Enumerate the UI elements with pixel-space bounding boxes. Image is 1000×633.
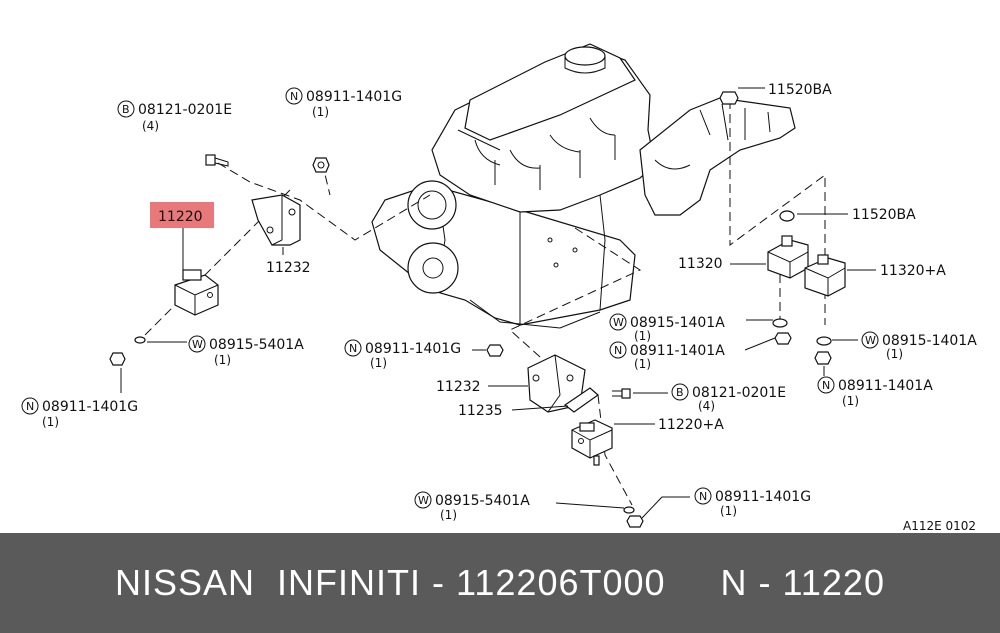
- rear-mount-group: [719, 91, 846, 365]
- qty-nut-top: (1): [312, 105, 329, 119]
- label-11220[interactable]: 11220: [158, 209, 203, 225]
- part-number-caption: NISSAN INFINITI - 112206T000 N - 11220: [115, 562, 885, 603]
- washer-icon[interactable]: [816, 336, 832, 346]
- washer-icon[interactable]: [134, 336, 146, 344]
- qty-bolt-right: (4): [698, 399, 715, 413]
- prefix-b: B: [676, 386, 684, 399]
- washer-icon[interactable]: [772, 318, 788, 328]
- label-11235[interactable]: 11235: [458, 403, 503, 419]
- label-11520ba-mid[interactable]: 11520BA: [852, 207, 916, 223]
- nut-icon[interactable]: [109, 352, 126, 366]
- label-nut-08911-1401g-center[interactable]: 08911-1401G: [365, 341, 461, 357]
- figure-code: A112E 0102: [903, 519, 976, 533]
- engine-mount-diagram: 11220 B 08121-0201E (4) N 08911-1401G (1…: [21, 43, 977, 533]
- nut-icon[interactable]: [486, 344, 504, 357]
- qty-washer-bottom: (1): [440, 508, 457, 522]
- nut-symbol-n: [21, 397, 39, 415]
- prefix-n: N: [699, 490, 707, 503]
- bolt-symbol-b: [117, 100, 135, 118]
- footer-bar: NISSAN INFINITI - 112206T000 N - 11220: [0, 533, 1000, 633]
- qty-nut-center: (1): [370, 356, 387, 370]
- label-nut-08911-1401a-rear-right[interactable]: 08911-1401A: [838, 378, 933, 394]
- label-nut-08911-1401g-top[interactable]: 08911-1401G: [306, 89, 402, 105]
- leader-lines: [120, 87, 876, 519]
- front-mount-right-group: [486, 344, 644, 528]
- label-bolt-08121-0201e[interactable]: 08121-0201E: [138, 102, 232, 118]
- engine-mount-11220-a[interactable]: [571, 419, 613, 466]
- label-11520ba-top[interactable]: 11520BA: [768, 82, 832, 98]
- bolt-icon[interactable]: [205, 154, 229, 167]
- front-mount-left-group: [109, 154, 330, 366]
- label-11232-left[interactable]: 11232: [266, 260, 311, 276]
- label-washer-08915-5401a-bottom[interactable]: 08915-5401A: [435, 493, 530, 509]
- prefix-w: W: [613, 316, 624, 329]
- label-bolt-08121-0201e-right[interactable]: 08121-0201E: [692, 385, 786, 401]
- label-11320-a[interactable]: 11320+A: [880, 263, 946, 279]
- label-washer-08915-1401a-rear-right[interactable]: 08915-1401A: [882, 333, 977, 349]
- nut-icon[interactable]: [719, 91, 739, 105]
- prefix-w: W: [418, 494, 429, 507]
- label-washer-08915-5401a-left[interactable]: 08915-5401A: [209, 337, 304, 353]
- label-nut-08911-1401g-left[interactable]: 08911-1401G: [42, 399, 138, 415]
- nut-symbol-n: [285, 87, 303, 105]
- washer-icon[interactable]: [623, 506, 635, 514]
- nut-symbol-n: [694, 487, 712, 505]
- bracket-11232-left[interactable]: [251, 194, 301, 246]
- qty-washer-rear-left: (1): [634, 329, 651, 343]
- nut-icon[interactable]: [774, 332, 792, 345]
- prefix-b: B: [122, 103, 130, 116]
- bolt-icon[interactable]: [612, 388, 631, 399]
- washer-symbol-w: [861, 331, 879, 349]
- nut-symbol-n: [609, 341, 627, 359]
- qty-washer-left: (1): [214, 353, 231, 367]
- qty-nut-rear-right: (1): [842, 394, 859, 408]
- nut-symbol-n: [344, 339, 362, 357]
- washer-symbol-w: [414, 491, 432, 509]
- washer-symbol-w: [609, 313, 627, 331]
- nut-icon[interactable]: [814, 351, 832, 365]
- qty-bolt-top: (4): [142, 119, 159, 133]
- prefix-w: W: [865, 334, 876, 347]
- qty-nut-bottom: (1): [720, 504, 737, 518]
- insulator-11235[interactable]: [563, 387, 599, 413]
- prefix-w: W: [192, 338, 203, 351]
- prefix-n: N: [290, 90, 298, 103]
- bolt-symbol-b: [671, 383, 689, 401]
- prefix-n: N: [614, 344, 622, 357]
- label-11232-right[interactable]: 11232: [436, 379, 481, 395]
- nut-icon[interactable]: [312, 157, 330, 173]
- nut-icon[interactable]: [779, 210, 795, 222]
- prefix-n: N: [349, 342, 357, 355]
- engine-block-illustration: [371, 43, 796, 329]
- label-nut-08911-1401g-bottom[interactable]: 08911-1401G: [715, 489, 811, 505]
- label-11320[interactable]: 11320: [678, 256, 723, 272]
- washer-symbol-w: [188, 335, 206, 353]
- qty-nut-left: (1): [42, 415, 59, 429]
- rear-mount-11320[interactable]: [767, 235, 809, 279]
- qty-washer-rear-right: (1): [886, 347, 903, 361]
- label-11220-a[interactable]: 11220+A: [658, 417, 724, 433]
- qty-nut-rear-left: (1): [634, 357, 651, 371]
- nut-icon[interactable]: [626, 515, 644, 528]
- engine-mount-11220[interactable]: [174, 269, 219, 316]
- label-washer-08915-1401a-rear-left[interactable]: 08915-1401A: [630, 315, 725, 331]
- highlighted-part-box: [150, 202, 214, 228]
- rear-mount-11320-a[interactable]: [804, 254, 846, 297]
- nut-symbol-n: [817, 376, 835, 394]
- prefix-n: N: [822, 379, 830, 392]
- prefix-n: N: [26, 400, 34, 413]
- label-nut-08911-1401a-rear-left[interactable]: 08911-1401A: [630, 343, 725, 359]
